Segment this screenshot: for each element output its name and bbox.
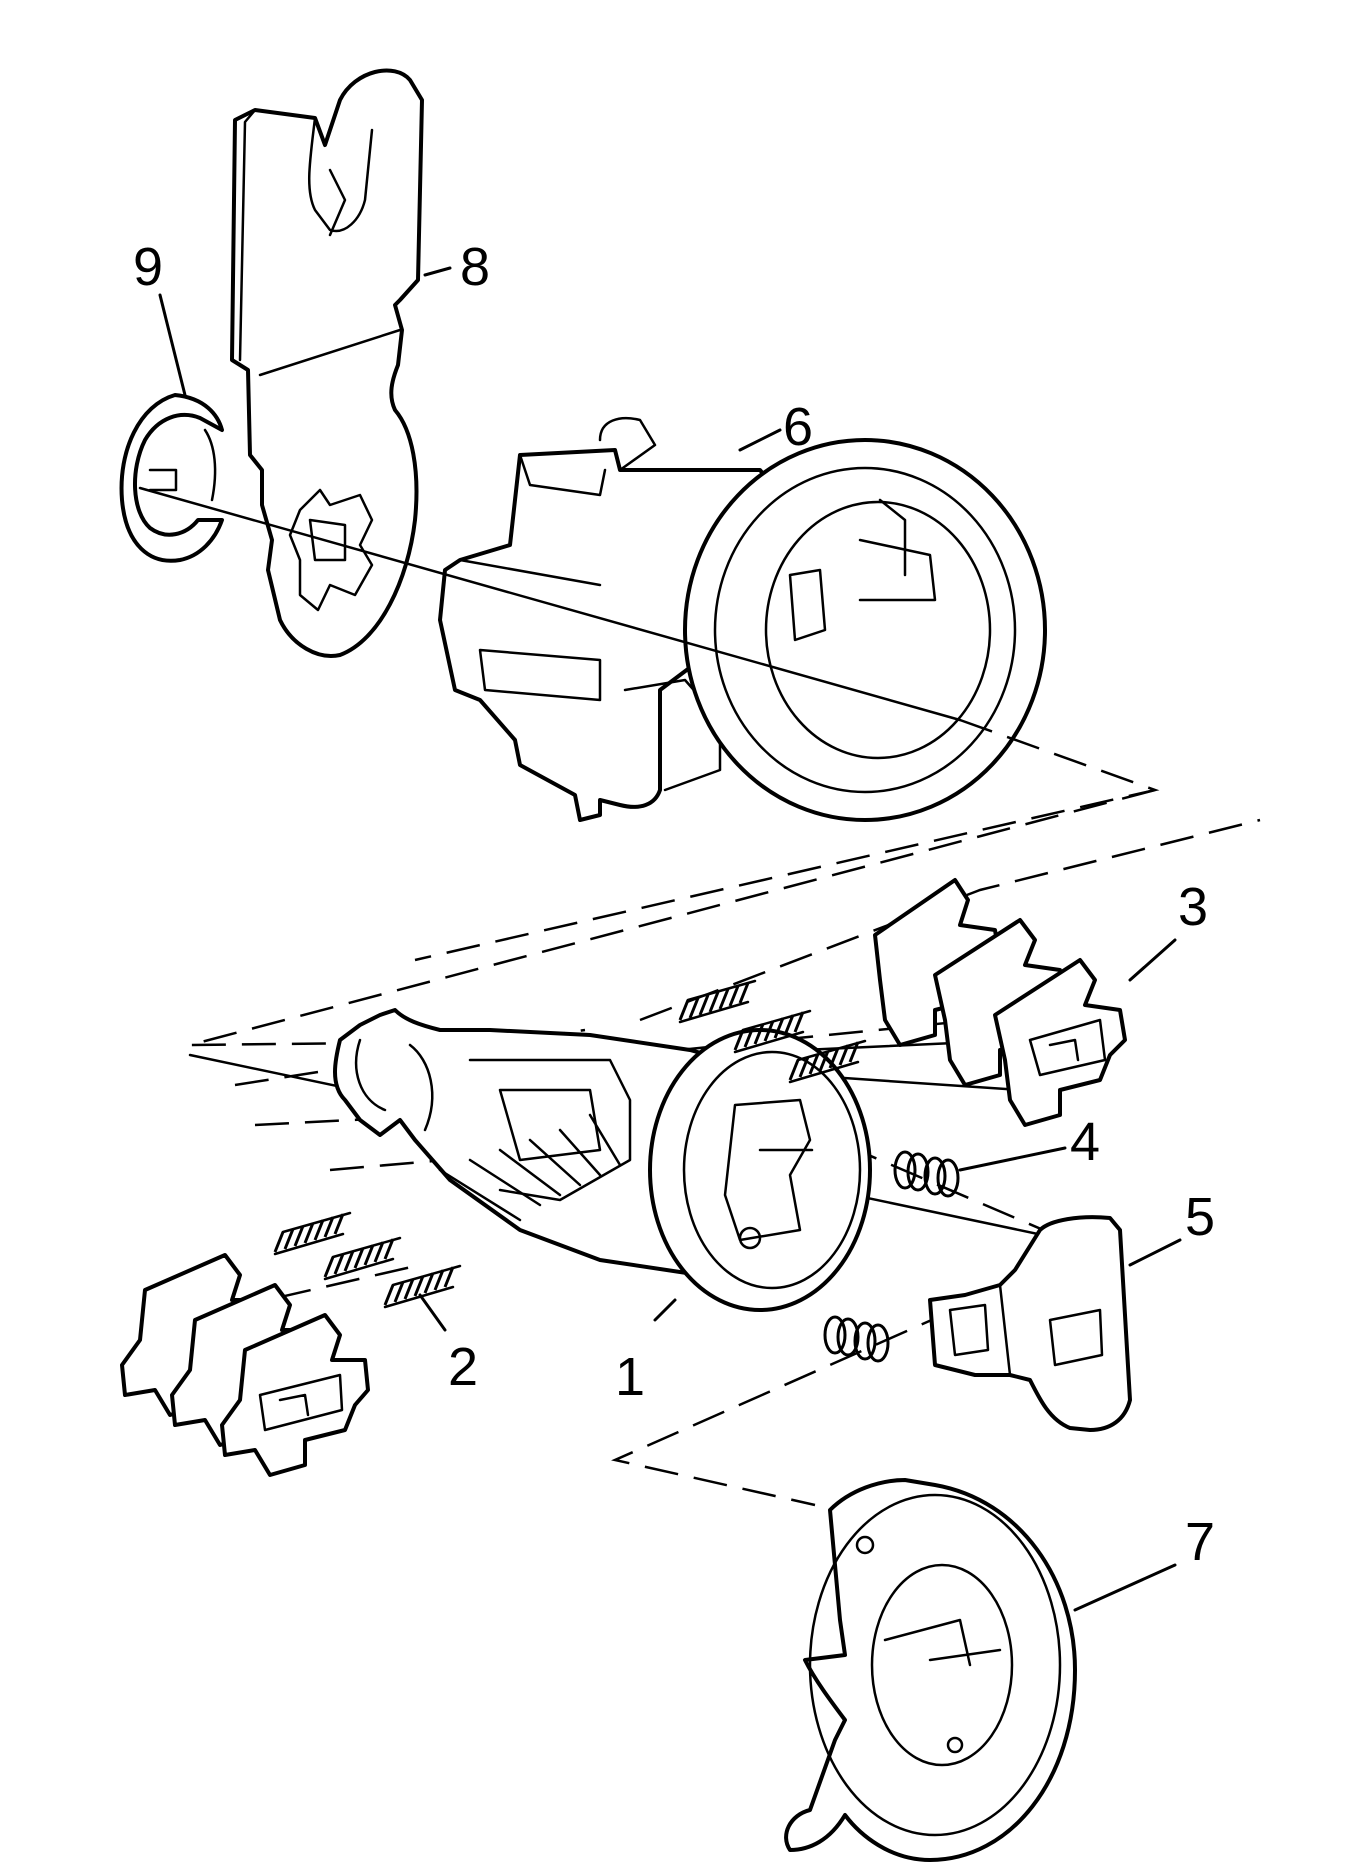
- part-5-cap: [928, 1215, 1132, 1432]
- callout-4: 4: [1070, 1112, 1100, 1172]
- tumbler-springs: [273, 979, 960, 1363]
- leader-4: [958, 1146, 1067, 1172]
- part-2-tumblers: [120, 1253, 370, 1477]
- leader-9: [158, 293, 187, 397]
- part-8-lever-arm: [230, 68, 424, 658]
- leader-2: [418, 1293, 447, 1332]
- spring-4-upper: [893, 1150, 960, 1198]
- spring-2c: [383, 1264, 462, 1309]
- part-3-tumblers: [873, 878, 1127, 1127]
- part-1-lock-cylinder: [333, 1008, 872, 1312]
- spring-2b: [323, 1236, 402, 1281]
- leader-3: [1128, 938, 1177, 982]
- callout-6: 6: [783, 397, 813, 457]
- spring-2a: [273, 1211, 352, 1256]
- part-6-lock-housing: [438, 416, 1047, 822]
- callout-8: 8: [460, 237, 490, 297]
- spring-3b: [733, 1009, 812, 1054]
- callout-1: 1: [615, 1347, 645, 1407]
- spring-3a: [678, 979, 757, 1024]
- leader-5: [1128, 1238, 1182, 1267]
- callout-5: 5: [1185, 1187, 1215, 1247]
- leader-lines: [158, 266, 1182, 1612]
- callout-2: 2: [448, 1337, 478, 1397]
- callout-7: 7: [1185, 1512, 1215, 1572]
- callout-9: 9: [133, 237, 163, 297]
- callout-labels: 8 9 6 3 4 5 2 1 7: [133, 237, 1215, 1572]
- leader-6: [738, 428, 782, 452]
- callout-3: 3: [1178, 877, 1208, 937]
- leader-1: [653, 1298, 677, 1322]
- part-9-retaining-clip: [119, 393, 224, 563]
- leader-8: [423, 266, 452, 277]
- part-7-bezel: [784, 1478, 1077, 1862]
- leader-7: [1073, 1563, 1177, 1612]
- spring-4-lower: [823, 1315, 890, 1363]
- spring-3c: [788, 1039, 867, 1084]
